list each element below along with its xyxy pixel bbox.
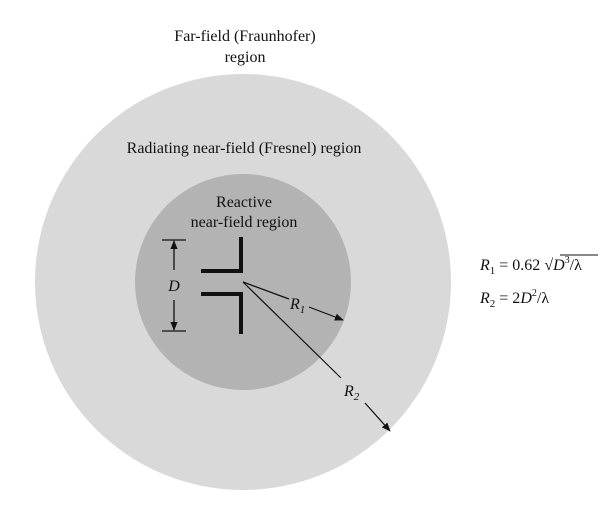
r2-arrow-segment-a xyxy=(242,281,342,379)
formula-r2: R2 = 2D2/λ xyxy=(479,288,549,310)
r1-label: R1 xyxy=(289,296,305,316)
radiating-near-field-label: Radiating near-field (Fresnel) region xyxy=(127,140,362,157)
r2-arrow xyxy=(364,402,391,432)
r1-arrow-segment-a xyxy=(242,281,290,300)
reactive-near-field-label-line2: near-field region xyxy=(191,214,298,231)
r2-label: R2 xyxy=(343,383,360,403)
far-field-label-line1: Far-field (Fraunhofer) xyxy=(174,28,315,45)
dimension-d-label: D xyxy=(167,278,180,295)
svg-text:R2 = 2D2/λ: R2 = 2D2/λ xyxy=(479,288,549,310)
svg-text:R1 = 0.62 √D3/λ: R1 = 0.62 √D3/λ xyxy=(479,255,582,277)
r1-arrow xyxy=(308,306,344,321)
formula-r1: R1 = 0.62 √D3/λ xyxy=(479,254,598,277)
far-field-label-line2: region xyxy=(225,49,266,66)
reactive-near-field-label-line1: Reactive xyxy=(216,194,272,211)
dimension-d-marker xyxy=(162,239,186,332)
antenna-element-icon xyxy=(201,237,243,334)
